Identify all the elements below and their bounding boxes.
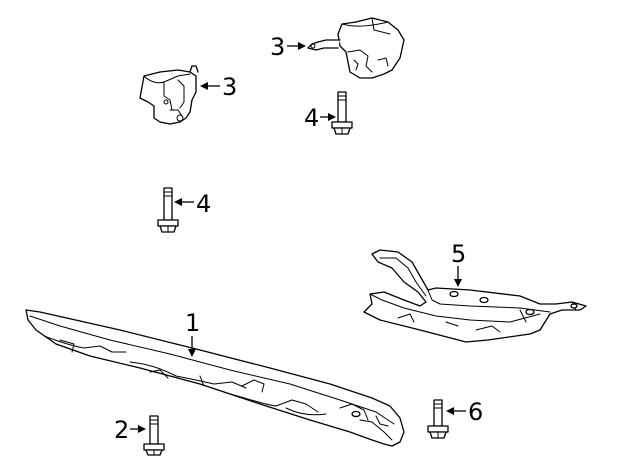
leader-arrow-1 (188, 336, 196, 357)
part-3-upper-bracket (307, 17, 405, 79)
callout-4-lower: 4 (196, 190, 211, 218)
leader-arrow-6 (446, 407, 466, 415)
part-4-upper-bolt (331, 91, 353, 135)
leader-arrow-2 (130, 425, 146, 433)
part-1-lower-shield (25, 309, 405, 447)
callout-4-upper: 4 (304, 104, 319, 132)
part-3-lower-bracket (139, 65, 199, 125)
callout-5: 5 (451, 240, 466, 268)
part-2-bolt (143, 415, 165, 456)
leader-arrow-4-upper (320, 113, 336, 121)
callout-3-lower: 3 (222, 73, 237, 101)
callout-1: 1 (185, 309, 200, 337)
callout-2: 2 (114, 416, 129, 444)
part-5-skid-plate (363, 249, 587, 343)
part-4-lower-bolt (157, 187, 179, 233)
callout-6: 6 (468, 398, 483, 426)
leader-arrow-3-upper (287, 42, 306, 50)
part-6-bolt (427, 399, 449, 439)
leader-arrow-3-lower (200, 82, 220, 90)
leader-arrow-4-lower (174, 198, 194, 206)
leader-arrow-5 (454, 266, 462, 287)
callout-3-upper: 3 (270, 33, 285, 61)
